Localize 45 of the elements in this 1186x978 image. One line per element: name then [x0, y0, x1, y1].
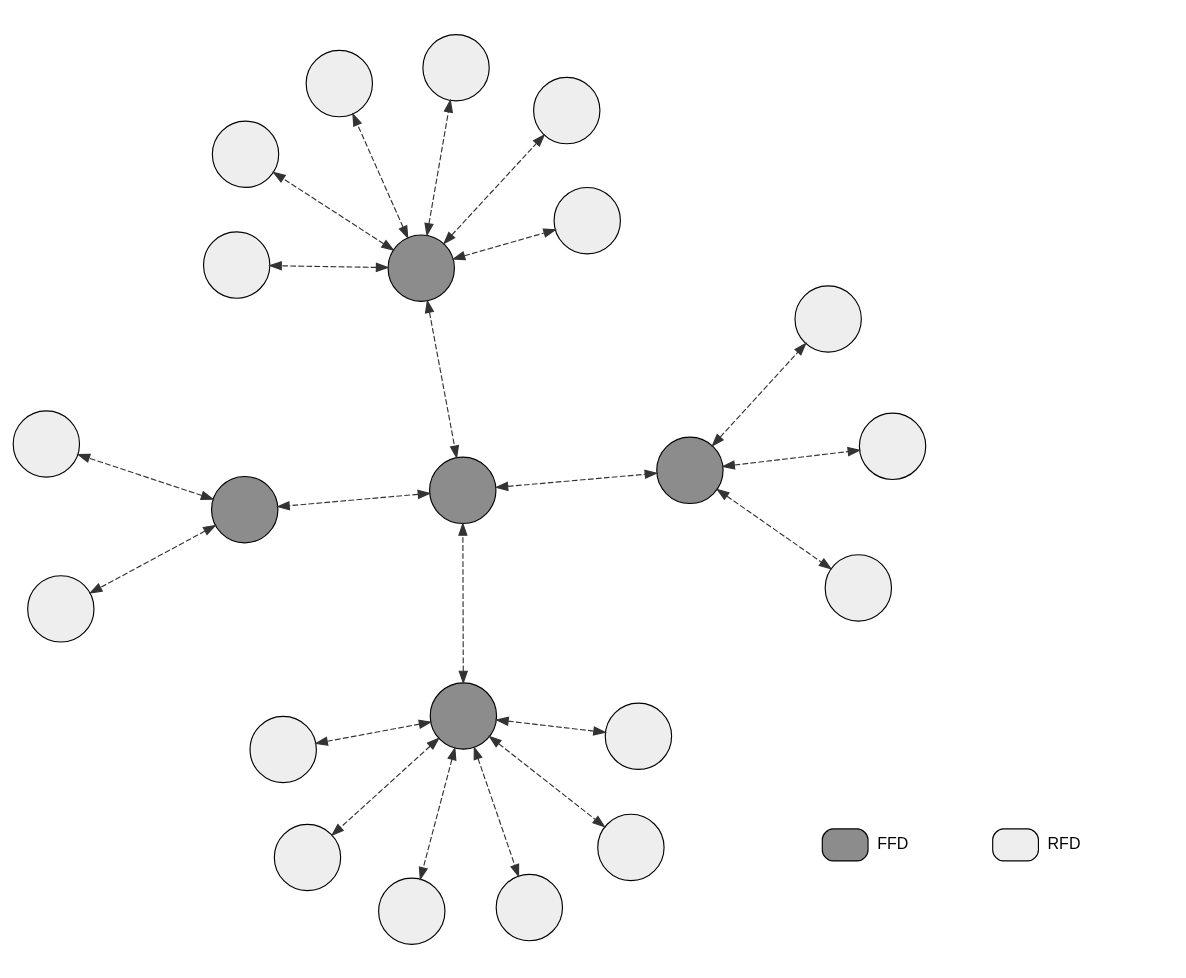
arrow — [488, 734, 606, 828]
node-circle — [597, 813, 665, 881]
arrow — [458, 521, 469, 684]
node-circle — [273, 823, 342, 891]
node-circle — [249, 715, 317, 783]
arrow — [418, 746, 457, 881]
arrow — [314, 719, 433, 746]
arrow — [711, 341, 807, 447]
node-circle — [794, 284, 862, 353]
node-circle — [378, 877, 446, 945]
arrow — [276, 489, 432, 510]
node-circle — [211, 475, 279, 543]
arrow — [715, 488, 833, 570]
arrow — [76, 453, 215, 500]
arrow — [495, 715, 607, 736]
node-circle — [858, 412, 927, 480]
arrow — [88, 524, 217, 594]
arrow — [442, 133, 546, 245]
arrow — [473, 745, 520, 878]
arrow — [451, 227, 557, 260]
node-circle — [305, 49, 374, 117]
node-circle — [495, 873, 564, 941]
arrow — [352, 112, 409, 239]
arrow — [721, 446, 862, 470]
node-circle — [656, 436, 724, 504]
node-circle — [12, 409, 81, 478]
arrow — [268, 260, 390, 272]
node-circle — [553, 186, 621, 254]
arrow — [424, 98, 454, 237]
node-circle — [422, 33, 490, 101]
legend-label: RFD — [1047, 834, 1081, 852]
arrow — [272, 170, 395, 251]
node-circle — [533, 76, 601, 144]
node-circle — [202, 230, 271, 299]
node-circle — [27, 574, 95, 643]
node-circle — [429, 681, 498, 750]
arrow — [494, 469, 659, 491]
node-circle — [824, 553, 893, 622]
node-circle — [604, 702, 673, 770]
node-circle — [429, 456, 497, 524]
node-circle — [387, 233, 455, 302]
node-circle — [211, 120, 280, 188]
arrow — [424, 298, 460, 459]
arrow — [330, 736, 440, 836]
legend-label: FFD — [877, 834, 909, 852]
